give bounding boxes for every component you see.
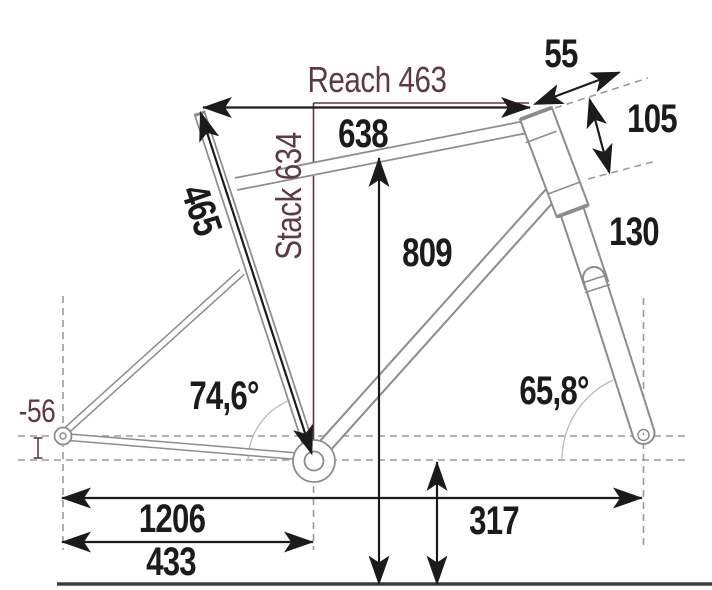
head-angle-arc: [561, 379, 614, 461]
tube-joint-lines: [193, 105, 611, 294]
bb-drop-tick: [33, 437, 43, 459]
headset-bottom-line: [548, 181, 580, 195]
crown-bottom-line: [557, 205, 589, 219]
seat-tube-top-cap: [193, 110, 206, 116]
head-tube-top-label: 55: [544, 32, 578, 76]
top-tube-length-label: 638: [338, 112, 389, 156]
bb-drop-label: -56: [18, 393, 56, 429]
head-tube-length-label: 105: [627, 97, 678, 141]
headset-top-line: [525, 130, 557, 144]
stack-reach-lines: [33, 102, 529, 459]
head-tube-angle-label: 65,8°: [519, 369, 589, 413]
reach-dimension-label: Reach 463: [307, 59, 447, 100]
bb-height-label: 317: [469, 499, 520, 543]
dimension-arrowheads: [61, 71, 643, 586]
bearing-points: [53, 426, 650, 483]
fork-junction-line-1: [581, 274, 608, 284]
head-tube-top-cap: [519, 105, 552, 120]
rear-axle: [59, 432, 67, 440]
seat-tube-dim-line: [199, 113, 313, 454]
fork-travel-label: 130: [609, 210, 660, 254]
standover-height-label: 809: [402, 231, 453, 275]
wheelbase-label: 1206: [138, 497, 206, 541]
frame-tubes: [63, 106, 656, 462]
seat-tube-angle-label: 74,6°: [189, 374, 259, 418]
headtube-top-extension-guide: [554, 77, 649, 109]
stack-dimension-label: Stack 634: [268, 132, 309, 260]
chainstay-length-label: 433: [146, 540, 197, 584]
bottom-bracket-inner: [303, 450, 325, 472]
dimension-lines: [62, 71, 642, 584]
fork-junction-line-2: [584, 283, 611, 294]
headtube-bottom-extension-guide: [587, 160, 657, 180]
